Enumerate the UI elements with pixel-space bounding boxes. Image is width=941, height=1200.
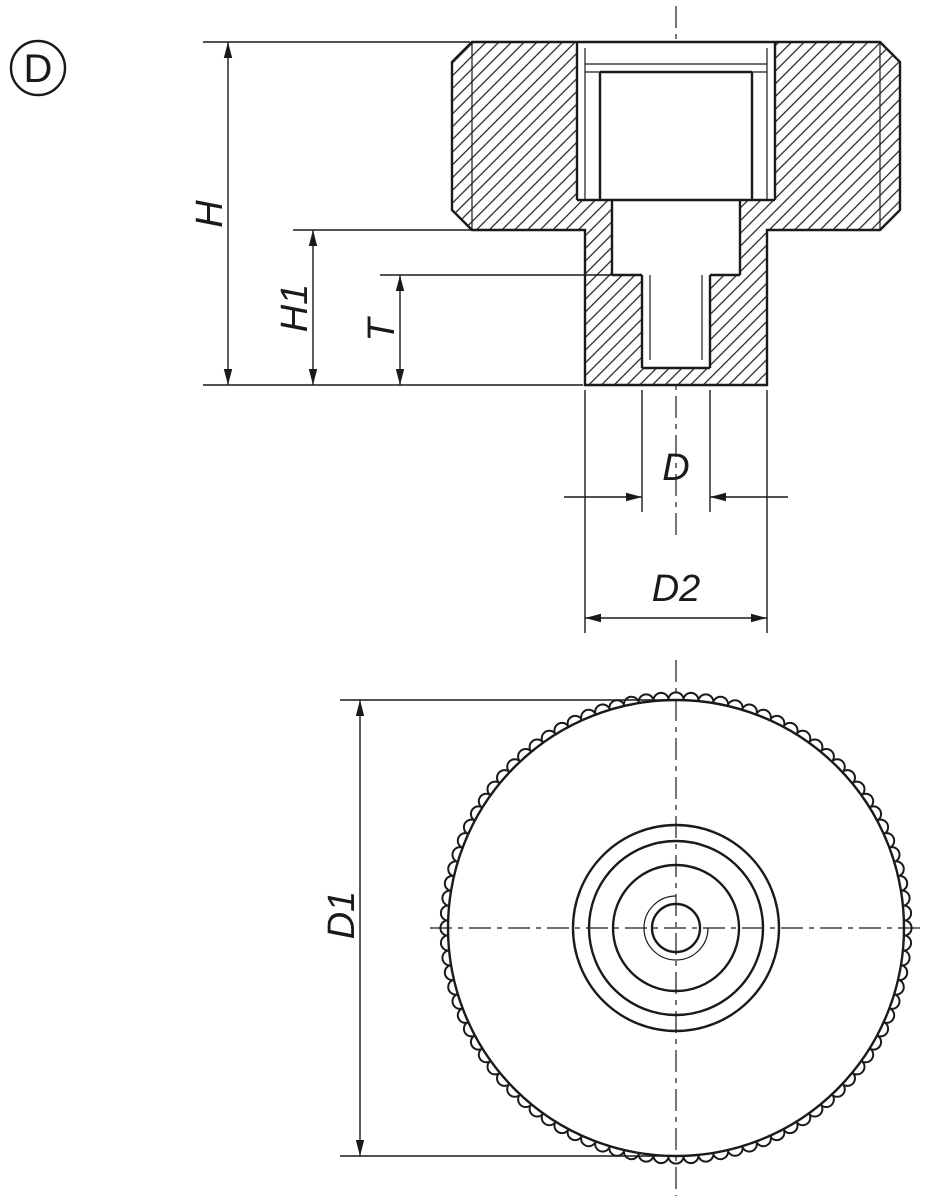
view-indicator-label: D bbox=[24, 47, 53, 91]
dimension-d1-label: D1 bbox=[321, 891, 363, 940]
dimension-h1-label: H1 bbox=[274, 284, 316, 333]
section-hatching bbox=[452, 42, 900, 385]
dimension-h: H bbox=[189, 41, 583, 386]
plan-view: D1 bbox=[321, 660, 922, 1196]
dimension-d: D bbox=[564, 390, 788, 512]
section-interior-lines bbox=[471, 42, 881, 370]
thread-circle bbox=[643, 895, 709, 961]
dimension-d2-label: D2 bbox=[652, 568, 701, 610]
section-view: H H1 T D D2 bbox=[189, 6, 902, 633]
view-indicator: D bbox=[9, 39, 67, 97]
dimension-d1: D1 bbox=[321, 699, 670, 1157]
hub-circles bbox=[571, 823, 781, 1033]
dimension-t: T bbox=[361, 274, 612, 385]
dimension-h-label: H bbox=[189, 200, 231, 228]
dimension-d2: D2 bbox=[584, 390, 768, 633]
dimension-t-label: T bbox=[361, 316, 403, 342]
view-indicator-circle bbox=[9, 39, 67, 97]
dimension-h1: H1 bbox=[274, 229, 583, 385]
dimension-d-label: D bbox=[662, 447, 689, 489]
